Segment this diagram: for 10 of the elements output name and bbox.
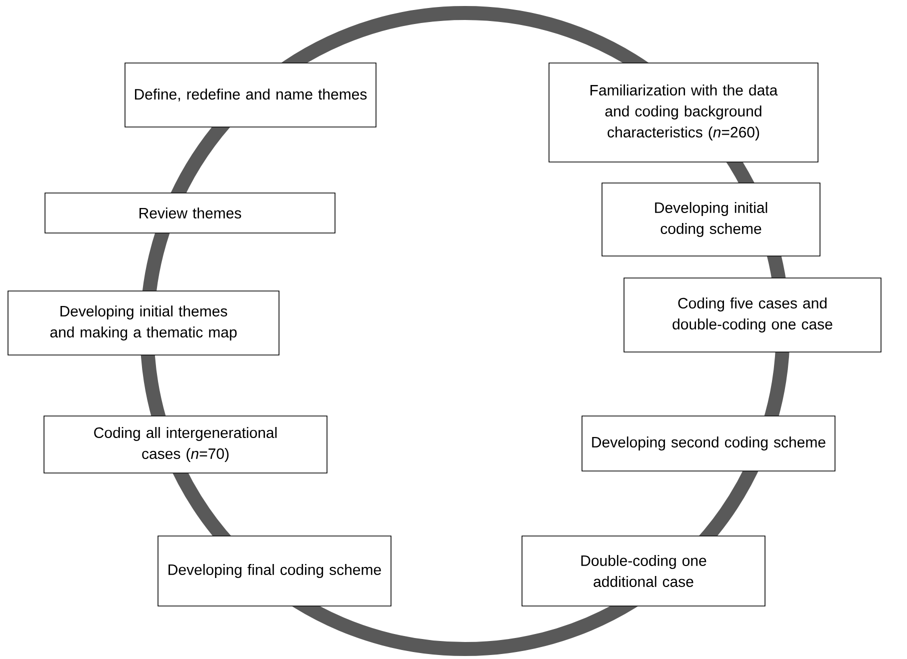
- step-box: Developing final coding scheme: [158, 536, 392, 606]
- step-box: Developing initial coding scheme: [602, 182, 820, 256]
- step-box: Coding all intergenerational cases (n=70): [44, 416, 328, 474]
- step-box: Developing second coding scheme: [582, 416, 836, 472]
- step-box: Developing initial themes and making a thematic map: [8, 290, 280, 356]
- step-box: Double-coding one additional case: [522, 536, 766, 606]
- step-box: Review themes: [44, 192, 336, 234]
- step-box: Coding five cases and double-coding one case: [624, 278, 882, 352]
- step-box: Familiarization with the data and coding background characteristics (n=260): [548, 62, 818, 162]
- step-box: Define, redefine and name themes: [124, 62, 376, 128]
